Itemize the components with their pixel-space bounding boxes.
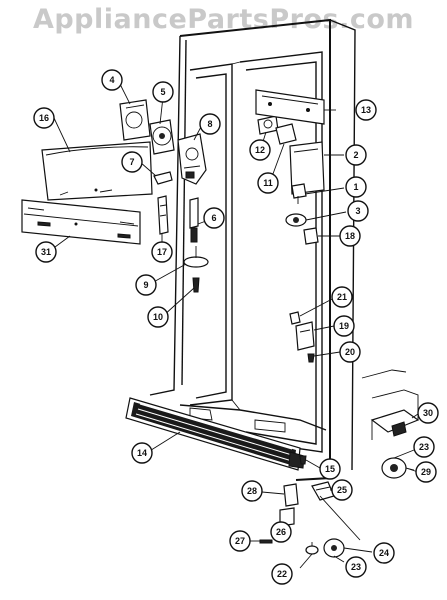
callout-18: 18 <box>339 225 361 247</box>
callout-23-upper: 23 <box>413 436 435 458</box>
svg-text:4: 4 <box>109 75 114 85</box>
callout-19: 19 <box>333 315 355 337</box>
svg-text:19: 19 <box>339 321 349 331</box>
callout-3: 3 <box>347 200 369 222</box>
callout-30: 30 <box>417 402 439 424</box>
callout-10: 10 <box>147 306 169 328</box>
watermark-text: AppliancePartsPros.com <box>32 4 415 35</box>
callout-21: 21 <box>331 286 353 308</box>
drain-pan <box>361 369 420 440</box>
part-13-rail <box>255 89 325 125</box>
part-6-shaft <box>189 197 199 243</box>
part-27-screw <box>259 539 273 544</box>
callout-15: 15 <box>319 458 341 480</box>
callout-4: 4 <box>101 69 123 91</box>
svg-text:29: 29 <box>421 467 431 477</box>
callout-1: 1 <box>345 176 367 198</box>
callout-12: 12 <box>249 139 271 161</box>
svg-text:12: 12 <box>255 145 265 155</box>
part-11-lamp <box>275 123 297 145</box>
part-28-switch <box>283 483 299 507</box>
svg-text:7: 7 <box>129 157 134 167</box>
callout-17: 17 <box>151 241 173 263</box>
svg-text:30: 30 <box>423 408 433 418</box>
svg-text:23: 23 <box>351 562 361 572</box>
toe-grille <box>125 397 305 471</box>
svg-text:16: 16 <box>39 113 49 123</box>
callout-13: 13 <box>355 99 377 121</box>
svg-text:5: 5 <box>160 87 165 97</box>
part-20-screw <box>307 353 315 363</box>
svg-text:25: 25 <box>337 485 347 495</box>
callout-25: 25 <box>331 479 353 501</box>
part-22-grommet <box>305 542 319 555</box>
part-9-knob <box>183 246 209 268</box>
svg-text:10: 10 <box>153 312 163 322</box>
part-10-screw <box>192 277 200 293</box>
svg-text:13: 13 <box>361 105 371 115</box>
callout-8: 8 <box>199 113 221 135</box>
callout-2: 2 <box>345 144 367 166</box>
svg-text:1: 1 <box>353 182 358 192</box>
svg-text:17: 17 <box>157 247 167 257</box>
callout-23-lower: 23 <box>345 556 367 578</box>
part-8-control <box>177 133 207 185</box>
svg-text:21: 21 <box>337 292 347 302</box>
svg-text:31: 31 <box>41 247 51 257</box>
callout-11: 11 <box>257 172 279 194</box>
part-24-damper <box>323 538 345 558</box>
part-18-connector <box>303 227 319 245</box>
svg-text:18: 18 <box>345 231 355 241</box>
part-15-screw <box>299 455 307 465</box>
svg-text:14: 14 <box>137 448 147 458</box>
part-21-clip <box>289 311 301 325</box>
part-2-cover <box>289 141 325 195</box>
svg-text:27: 27 <box>235 536 245 546</box>
part-29-motor <box>381 457 415 479</box>
svg-text:26: 26 <box>276 527 286 537</box>
callout-24: 24 <box>373 542 395 564</box>
callout-27: 27 <box>229 530 251 552</box>
part-7-clip <box>153 171 173 185</box>
callout-28: 28 <box>241 480 263 502</box>
part-5-timer <box>149 119 175 155</box>
part-3-disc <box>285 213 307 227</box>
callout-9: 9 <box>135 274 157 296</box>
svg-text:3: 3 <box>355 206 360 216</box>
callouts: 1 2 3 4 5 6 7 8 9 10 11 12 13 14 15 16 1… <box>33 69 439 585</box>
svg-text:6: 6 <box>211 213 216 223</box>
svg-text:2: 2 <box>353 150 358 160</box>
callout-20: 20 <box>339 341 361 363</box>
callout-6: 6 <box>203 207 225 229</box>
callout-26: 26 <box>270 521 292 543</box>
mounting-bracket <box>21 199 141 245</box>
part-25-bracket <box>311 481 335 501</box>
svg-text:28: 28 <box>247 486 257 496</box>
part-1-switch <box>291 183 307 204</box>
callout-29: 29 <box>415 461 437 483</box>
svg-text:9: 9 <box>143 280 148 290</box>
callout-22: 22 <box>271 563 293 585</box>
svg-text:22: 22 <box>277 569 287 579</box>
svg-text:23: 23 <box>419 442 429 452</box>
callout-31: 31 <box>35 241 57 263</box>
callout-5: 5 <box>152 81 174 103</box>
cabinet-body <box>149 18 356 481</box>
svg-text:15: 15 <box>325 464 335 474</box>
part-17-bracket <box>157 195 169 235</box>
svg-text:8: 8 <box>207 119 212 129</box>
svg-text:11: 11 <box>263 178 273 188</box>
part-4-switch <box>119 99 151 141</box>
part-12-socket <box>257 115 279 135</box>
part-19-bracket <box>295 321 315 351</box>
callout-7: 7 <box>121 151 143 173</box>
callout-14: 14 <box>131 442 153 464</box>
callout-16: 16 <box>33 107 55 129</box>
svg-text:24: 24 <box>379 548 389 558</box>
svg-text:20: 20 <box>345 347 355 357</box>
